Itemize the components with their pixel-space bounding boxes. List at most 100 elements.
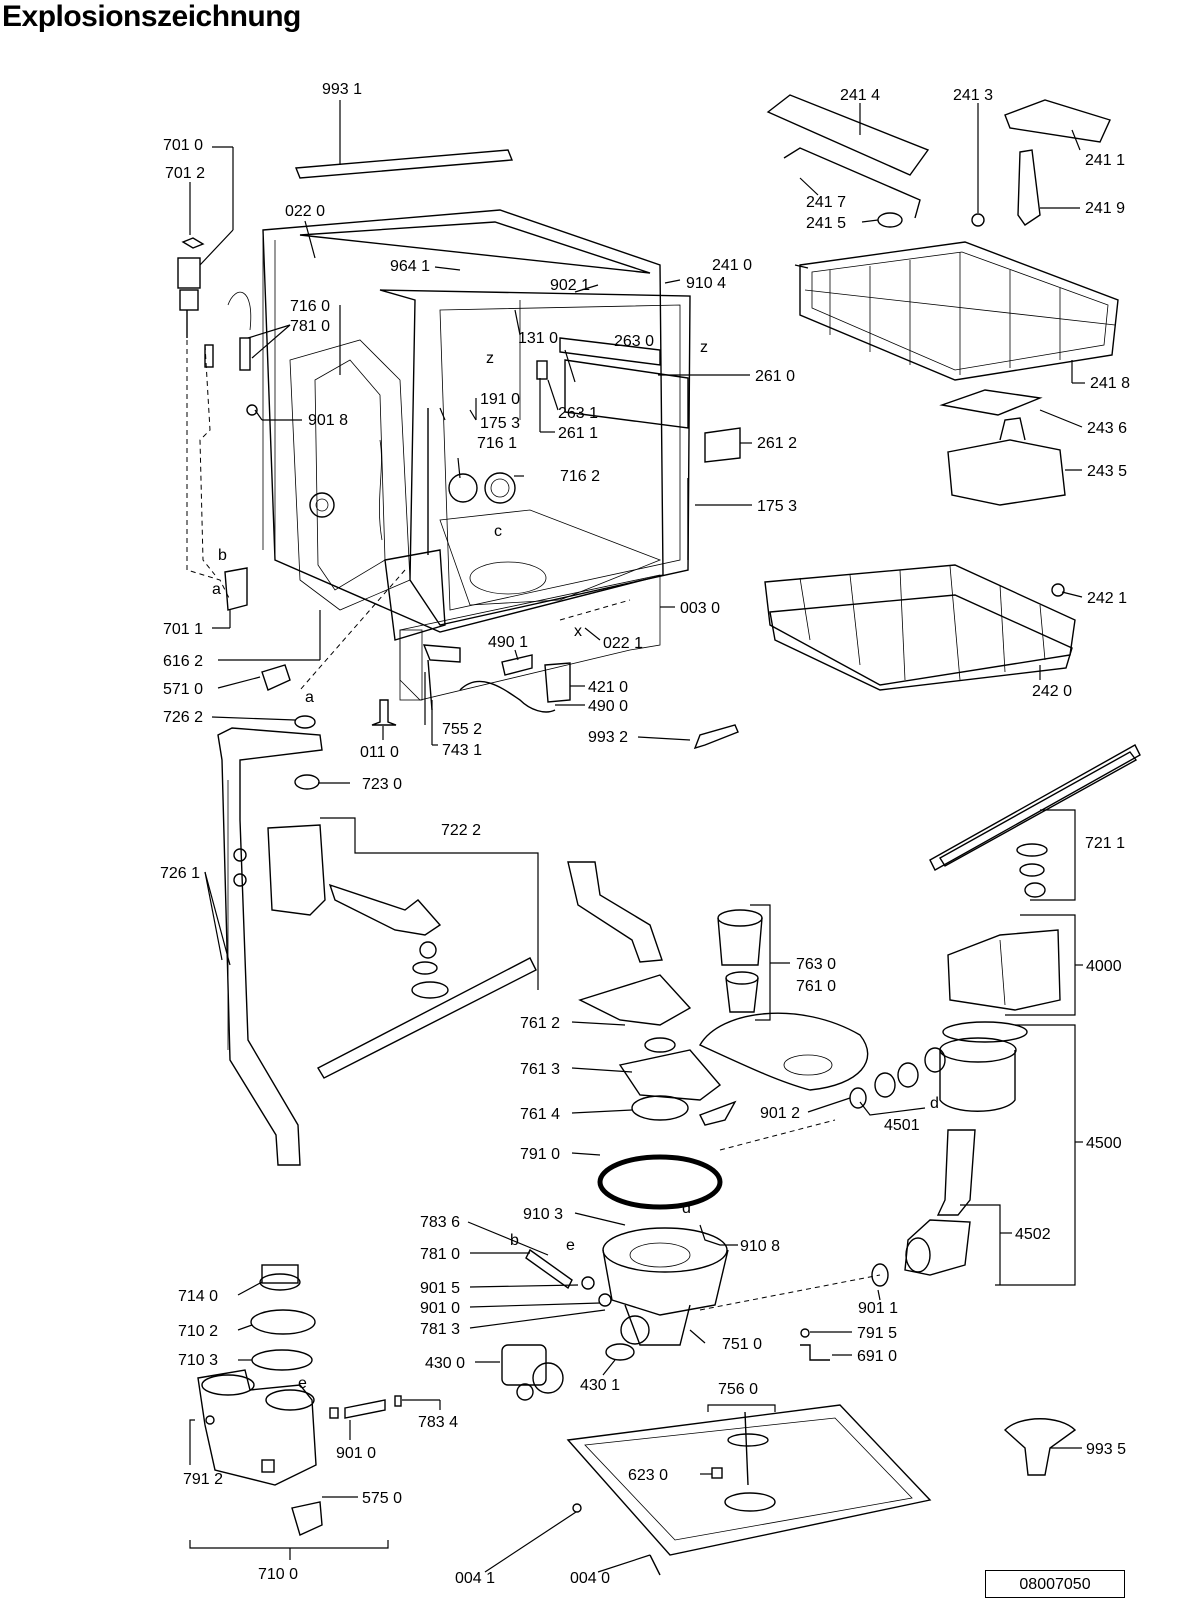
drawing-tool (693, 724, 739, 750)
drawing-filter-seal (631, 1095, 689, 1121)
label-241-0: 241 0 (712, 257, 752, 274)
label-490-0: 490 0 (588, 698, 628, 715)
drawing-inlet-hose (177, 237, 258, 611)
drawing-upper-spray-arm (929, 744, 1141, 871)
part-drawings (177, 94, 1141, 1576)
label-710-2: 710 2 (178, 1323, 218, 1340)
label-721-1: 721 1 (1085, 835, 1125, 852)
label-701-0: 701 0 (163, 137, 203, 154)
label-241-3: 241 3 (953, 87, 993, 104)
drawing-water-pipe (217, 727, 323, 1166)
label-4000: 4000 (1086, 958, 1122, 975)
label-763-0: 763 0 (796, 956, 836, 973)
marker-d-2: d (682, 1200, 691, 1217)
marker-letters: a b a b c x z z d d e e (212, 339, 939, 1392)
label-242-1: 242 1 (1087, 590, 1127, 607)
label-261-0: 261 0 (755, 368, 795, 385)
drawing-upper-basket (799, 241, 1119, 381)
label-993-5: 993 5 (1086, 1441, 1126, 1458)
label-131-0: 131 0 (518, 330, 558, 347)
label-761-3: 761 3 (520, 1061, 560, 1078)
label-175-3-right: 175 3 (757, 498, 797, 515)
drawing-funnel (1003, 1418, 1077, 1476)
label-263-0: 263 0 (614, 333, 654, 350)
label-901-0-mid: 901 0 (420, 1300, 460, 1317)
label-243-5: 243 5 (1087, 463, 1127, 480)
label-781-3: 781 3 (420, 1321, 460, 1338)
label-716-1: 716 1 (477, 435, 517, 452)
label-726-2: 726 2 (163, 709, 203, 726)
label-4500: 4500 (1086, 1135, 1122, 1152)
label-993-1: 993 1 (322, 81, 362, 98)
marker-e-1: e (566, 1237, 575, 1254)
drawing-cup-shelf (1004, 99, 1111, 143)
label-4502: 4502 (1015, 1226, 1051, 1243)
label-022-1: 022 1 (603, 635, 643, 652)
part-labels: 993 1 701 0 701 2 022 0 964 1 902 1 910 … (160, 81, 1130, 1587)
label-241-4: 241 4 (840, 87, 880, 104)
drawing-filter-housing (618, 1049, 722, 1101)
marker-z-2: z (700, 339, 708, 356)
marker-a-1: a (212, 581, 221, 598)
label-701-2: 701 2 (165, 165, 205, 182)
marker-x: x (574, 623, 582, 640)
label-575-0: 575 0 (362, 1490, 402, 1507)
marker-d-1: d (930, 1095, 939, 1112)
label-241-5: 241 5 (806, 215, 846, 232)
drawing-cutlery-basket (947, 439, 1066, 506)
label-743-1: 743 1 (442, 742, 482, 759)
label-241-9: 241 9 (1085, 200, 1125, 217)
label-902-1: 902 1 (550, 277, 590, 294)
label-714-0: 714 0 (178, 1288, 218, 1305)
label-243-6: 243 6 (1087, 420, 1127, 437)
label-004-0: 004 0 (570, 1570, 610, 1587)
label-791-0: 791 0 (520, 1146, 560, 1163)
drawing-tub (262, 209, 741, 701)
marker-c: c (494, 523, 502, 540)
label-910-8: 910 8 (740, 1238, 780, 1255)
label-910-3: 910 3 (523, 1206, 563, 1223)
drawing-pump-housing (849, 1037, 1017, 1287)
label-901-1: 901 1 (858, 1300, 898, 1317)
drawing-lower-spray-arm-assembly (267, 824, 537, 1079)
label-910-4: 910 4 (686, 275, 726, 292)
label-241-7: 241 7 (806, 194, 846, 211)
marker-a-2: a (305, 689, 314, 706)
drawing-rack-rail (783, 147, 921, 219)
label-490-1: 490 1 (488, 634, 528, 651)
drawing-pump-motor (942, 929, 1061, 1043)
label-175-3-left: 175 3 (480, 415, 520, 432)
drawing-sump-ring (597, 1154, 723, 1210)
label-003-0: 003 0 (680, 600, 720, 617)
label-993-2: 993 2 (588, 729, 628, 746)
drawing-rack-adjuster (1017, 149, 1041, 226)
label-263-1: 263 1 (558, 405, 598, 422)
drawing-cup-rack (766, 94, 930, 176)
label-901-0-bottom: 901 0 (336, 1445, 376, 1462)
label-756-0: 756 0 (718, 1381, 758, 1398)
label-430-0: 430 0 (425, 1355, 465, 1372)
drawing-drain-pump (501, 1344, 564, 1401)
drawing-top-strip (294, 149, 514, 179)
marker-e-2: e (298, 1375, 307, 1392)
label-241-1: 241 1 (1085, 152, 1125, 169)
label-241-8: 241 8 (1090, 375, 1130, 392)
page-title: Explosionszeichnung (2, 0, 301, 33)
label-716-2: 716 2 (560, 468, 600, 485)
label-571-0: 571 0 (163, 681, 203, 698)
drawing-lower-basket (764, 564, 1076, 691)
drawing-base-tray (566, 1404, 932, 1576)
label-783-4: 783 4 (418, 1414, 458, 1431)
label-901-5: 901 5 (420, 1280, 460, 1297)
label-242-0: 242 0 (1032, 683, 1072, 700)
label-901-8: 901 8 (308, 412, 348, 429)
label-011-0: 011 0 (360, 744, 399, 761)
label-761-0: 761 0 (796, 978, 836, 995)
marker-b-1: b (218, 547, 227, 564)
label-761-2: 761 2 (520, 1015, 560, 1032)
label-761-4: 761 4 (520, 1106, 560, 1123)
label-716-0: 716 0 (290, 298, 330, 315)
drawing-number-box: 08007050 (985, 1570, 1125, 1598)
drawing-water-softener (197, 1264, 317, 1486)
